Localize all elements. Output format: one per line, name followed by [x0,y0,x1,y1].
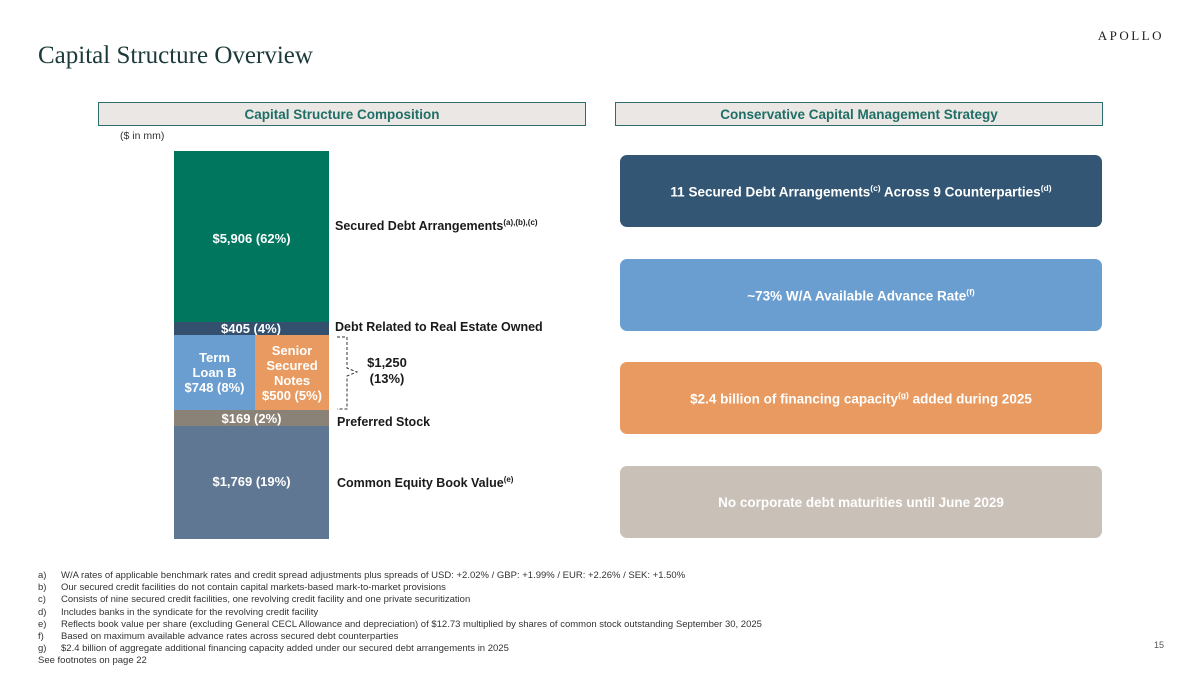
label-secured-debt: Secured Debt Arrangements(a),(b),(c) [335,218,538,234]
footnote-e: e)Reflects book value per share (excludi… [38,618,762,630]
bar-segment-preferred-stock: $169 (2%) [174,410,329,426]
footnote-d: d)Includes banks in the syndicate for th… [38,606,319,618]
bar-segment-secured-debt: $5,906 (62%) [174,151,329,322]
footnote-a: a)W/A rates of applicable benchmark rate… [38,570,686,581]
bar-segment-reo-debt: $405 (4%) [174,321,329,336]
units-note: ($ in mm) [120,130,165,142]
page-number: 15 [1153,640,1164,650]
capital-structure-header: Capital Structure Composition [98,102,586,126]
strategy-debt-maturities: No corporate debt maturities until June … [620,466,1102,538]
capital-strategy-header: Conservative Capital Management Strategy [615,102,1103,126]
footnote-c: c)Consists of nine secured credit facili… [38,594,471,606]
strategy-financing-capacity: $2.4 billion of financing capacity(g) ad… [620,362,1102,434]
bar-label-ssn-3: Notes [273,372,311,388]
footnote-g: g)$2.4 billion of aggregate additional f… [38,643,509,655]
label-common-equity: Common Equity Book Value(e) [337,475,514,491]
apollo-logo: APOLLO [1097,28,1164,43]
bar-label-secured-debt: $5,906 (62%) [212,231,291,246]
footnote-f: f)Based on maximum available advance rat… [38,631,399,643]
bar-label-ssn-1: Senior [271,342,313,358]
strategy-secured-debt-arrangements: 11 Secured Debt Arrangements(c) Across 9… [620,155,1102,227]
bar-label-common-equity: $1,769 (19%) [212,474,291,489]
strategy-advance-rate: ~73% W/A Available Advance Rate(f) [620,259,1102,331]
bar-label-tlb-2: Loan B [192,365,237,380]
footnote-b: b)Our secured credit facilities do not c… [38,582,446,594]
bar-label-tlb-1: Term [199,350,230,365]
see-footnotes: See footnotes on page 22 [38,655,147,667]
label-preferred-stock: Preferred Stock [337,415,431,429]
debt-bracket [337,336,359,410]
bar-segment-senior-secured-notes: Senior Secured Notes $500 (5%) [255,335,329,410]
page-title: Capital Structure Overview [38,42,313,69]
bar-label-reo-debt: $405 (4%) [221,321,281,336]
bar-label-preferred-stock: $169 (2%) [221,410,282,426]
label-reo-debt: Debt Related to Real Estate Owned [335,320,543,334]
bracket-label: $1,250 (13%) [367,355,407,386]
footnotes: a)W/A rates of applicable benchmark rate… [38,570,762,668]
bar-label-ssn-4: $500 (5%) [262,387,322,403]
bar-label-ssn-2: Secured [266,357,318,373]
bar-segment-common-equity: $1,769 (19%) [174,426,329,539]
bar-label-tlb-3: $748 (8%) [184,380,245,395]
bar-segment-term-loan-b: Term Loan B $748 (8%) [174,335,255,410]
